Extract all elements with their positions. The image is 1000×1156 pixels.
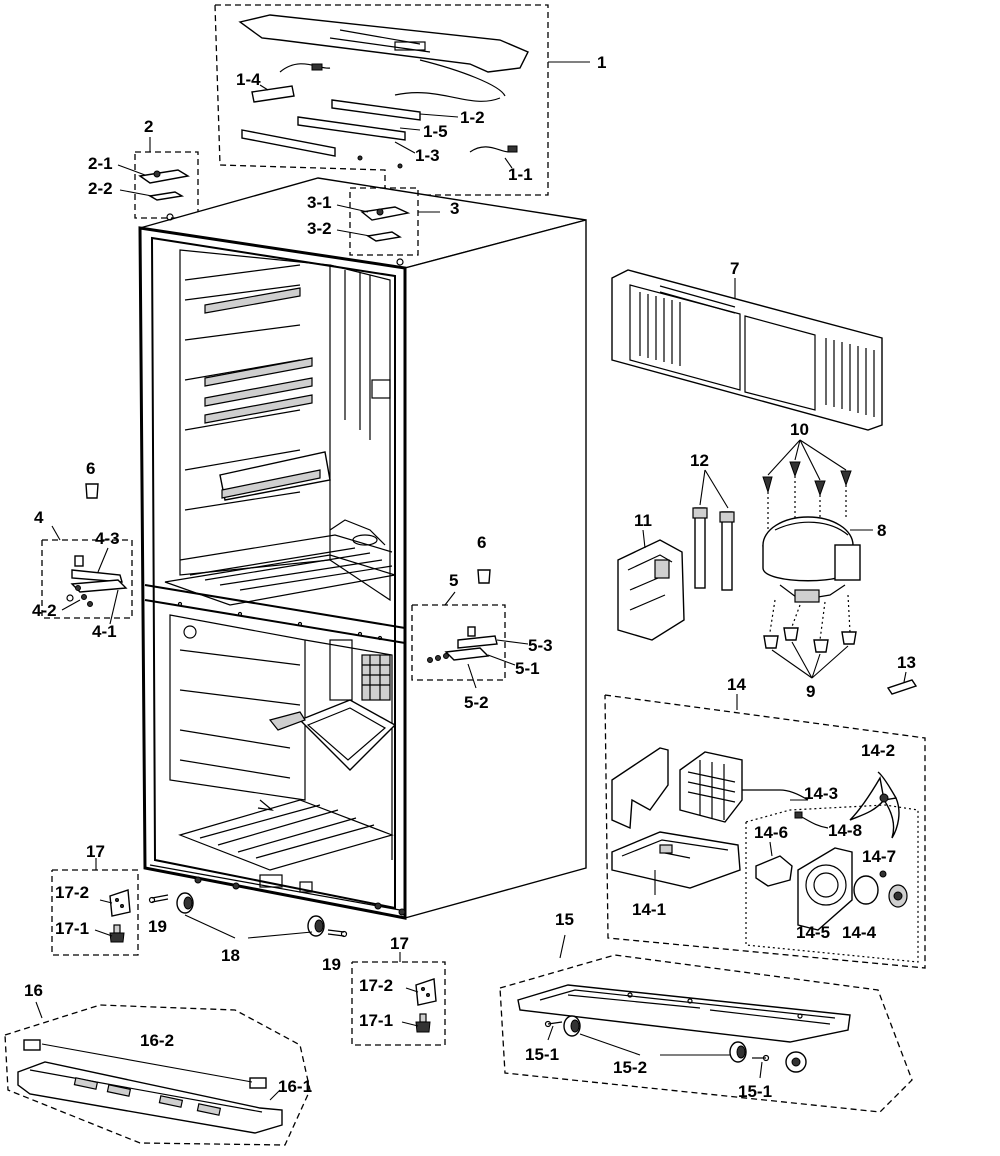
label-5-2: 5-2 [464,693,489,712]
part-7-rear-machine-cover: 7 [611,259,883,431]
label-5-1: 5-1 [515,659,540,678]
part-12-tubes: 12 [690,451,735,591]
label-14-5: 14-5 [796,923,830,942]
part-9-grommets: 9 [763,627,857,701]
part-18-19-rollers-pins: 19 18 19 [148,892,348,974]
label-14-2: 14-2 [861,741,895,760]
label-17-right: 17 [390,934,409,953]
label-14: 14 [727,675,746,694]
label-7: 7 [730,259,739,278]
part-group-16-front-grille: 16 16-2 16-1 [4,981,312,1146]
label-15-2: 15-2 [613,1058,647,1077]
label-3: 3 [450,199,459,218]
label-4-1: 4-1 [92,622,117,641]
label-5-3: 5-3 [528,636,553,655]
part-8-compressor: 8 [762,516,886,641]
part-group-4-left-middle-hinge: 4 4-3 4-2 4-1 [32,508,133,641]
refrigerator-cabinet [138,177,587,920]
label-2: 2 [144,117,153,136]
part-group-2-left-upper-hinge: 2 2-1 2-2 [88,117,199,219]
part-11-bracket-assembly: 11 [617,511,685,641]
label-17-2-right: 17-2 [359,976,393,995]
label-3-2: 3-2 [307,219,332,238]
label-4: 4 [34,508,44,527]
label-17-left: 17 [86,842,105,861]
label-15-1-right: 15-1 [738,1082,772,1101]
label-1: 1 [597,53,606,72]
part-13-small-component: 13 [886,653,918,695]
label-10: 10 [790,420,809,439]
label-1-1: 1-1 [508,165,533,184]
label-14-7: 14-7 [862,847,896,866]
label-16: 16 [24,981,43,1000]
label-16-2: 16-2 [140,1031,174,1050]
part-group-14-evaporator-fan-assembly: 14 14-1 14-2 14-3 14-8 14-6 [604,675,926,969]
label-4-2: 4-2 [32,601,57,620]
label-6-right: 6 [477,533,486,552]
label-8: 8 [877,521,886,540]
label-1-5: 1-5 [423,122,448,141]
label-5: 5 [449,571,458,590]
label-14-8: 14-8 [828,821,862,840]
label-15: 15 [555,910,574,929]
part-group-1-top-cover-assembly: 1 1-4 1-2 1-5 1-3 1-1 [214,4,606,196]
label-17-2-left: 17-2 [55,883,89,902]
label-14-4: 14-4 [842,923,877,942]
label-14-3: 14-3 [804,784,838,803]
label-19-right: 19 [322,955,341,974]
part-group-15-base-plate: 15 15-1 15-2 15-1 [499,910,913,1113]
label-2-2: 2-2 [88,179,113,198]
label-6-left: 6 [86,459,95,478]
label-17-1-right: 17-1 [359,1011,393,1030]
label-1-2: 1-2 [460,108,485,127]
label-16-1: 16-1 [278,1077,312,1096]
label-14-1: 14-1 [632,900,666,919]
label-12: 12 [690,451,709,470]
label-11: 11 [634,511,652,530]
label-3-1: 3-1 [307,193,332,212]
part-group-17-left-leveling-leg: 17 17-2 17-1 [51,842,139,956]
part-group-17-right-leveling-leg: 17 17-2 17-1 [351,934,446,1046]
label-14-6: 14-6 [754,823,788,842]
label-1-4: 1-4 [236,70,261,89]
label-1-3: 1-3 [415,146,440,165]
part-group-3-right-upper-hinge: 3-1 3-2 3 [307,187,459,256]
label-13: 13 [897,653,916,672]
part-10-compressor-screws: 10 [762,420,852,530]
label-9: 9 [806,682,815,701]
label-15-1-left: 15-1 [525,1045,559,1064]
label-17-1-left: 17-1 [55,919,89,938]
part-group-5-right-middle-hinge: 5 5-3 5-1 5-2 [411,571,553,712]
label-18: 18 [221,946,240,965]
label-19-left: 19 [148,917,167,936]
label-2-1: 2-1 [88,154,113,173]
label-4-3: 4-3 [95,529,120,548]
part-6-bushings: 6 6 [85,459,491,584]
